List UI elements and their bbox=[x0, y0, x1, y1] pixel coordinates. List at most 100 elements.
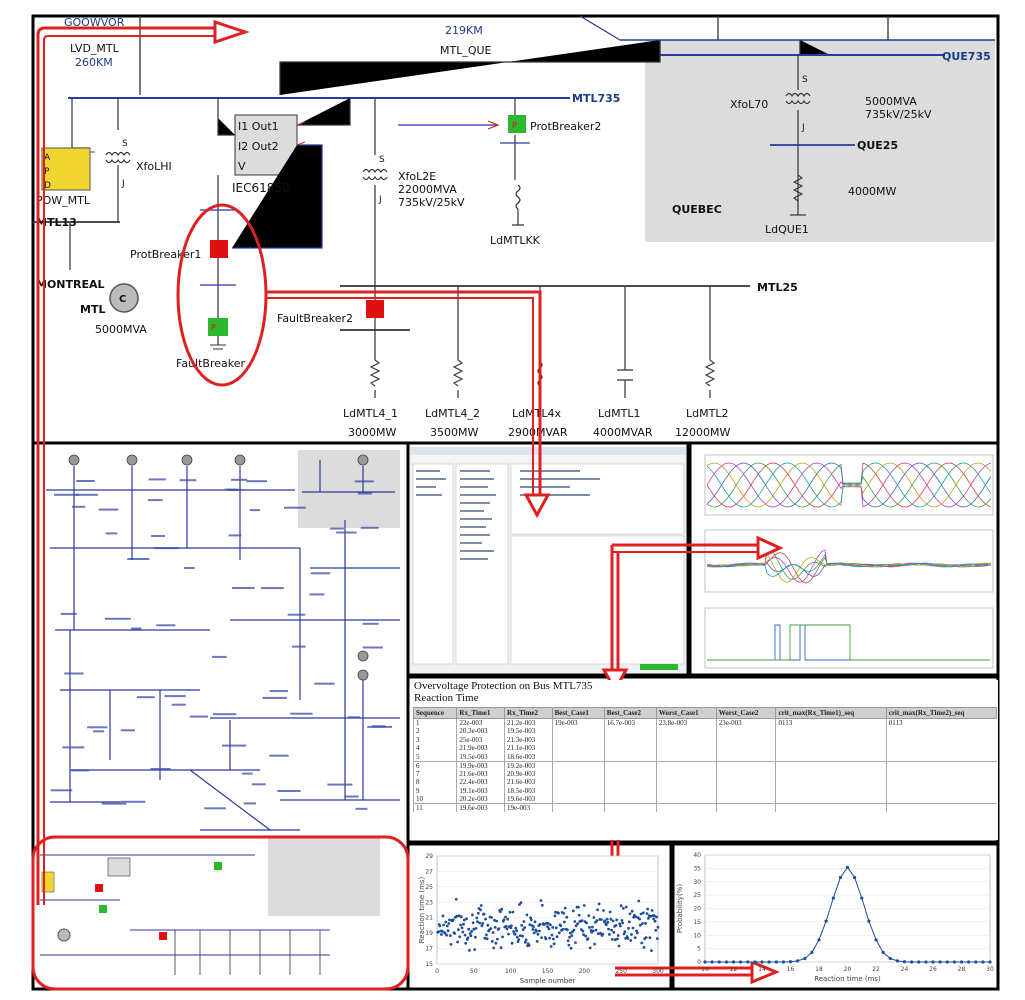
y-tick-label: 35 bbox=[693, 865, 701, 872]
table-cell: 5 bbox=[412, 752, 457, 761]
scatter-point bbox=[514, 926, 518, 930]
x-tick-label: 28 bbox=[958, 966, 966, 973]
scatter-point bbox=[499, 910, 502, 914]
scatter-point bbox=[478, 921, 482, 925]
tiny-label-mark bbox=[87, 726, 108, 729]
scatter-point bbox=[608, 910, 612, 914]
tiny-label-mark bbox=[164, 695, 186, 698]
table-cell bbox=[551, 752, 605, 761]
table-cell bbox=[551, 803, 605, 812]
table-cell bbox=[655, 752, 717, 761]
table-cell: 21.1e-003 bbox=[504, 744, 553, 753]
distribution-point bbox=[945, 960, 949, 964]
table-header-cell: Sequence bbox=[412, 707, 458, 719]
scatter-point bbox=[607, 927, 610, 931]
scatter-point bbox=[536, 932, 540, 936]
table-cell bbox=[715, 744, 776, 753]
distribution-point bbox=[867, 919, 871, 923]
arrowhead-top bbox=[213, 19, 250, 45]
x-tick-label: 0 bbox=[435, 968, 439, 975]
network-tiny-labels bbox=[50, 478, 392, 810]
table-cell bbox=[715, 803, 776, 812]
arrowhead-distribution bbox=[750, 959, 780, 985]
scatter-point bbox=[608, 933, 611, 936]
scatter-point bbox=[591, 929, 595, 933]
table-cell: 23.8e-003 bbox=[655, 718, 717, 727]
table-header-cell: Best_Case1 bbox=[551, 707, 605, 719]
table-cell: 19.2e-003 bbox=[504, 760, 553, 770]
table-cell: 7 bbox=[412, 769, 457, 778]
table-cell bbox=[885, 735, 997, 744]
scatter-point bbox=[563, 920, 566, 924]
table-title: Overvoltage Protection on Bus MTL735 bbox=[414, 680, 593, 692]
table-cell: 10 bbox=[412, 795, 457, 804]
scatter-point bbox=[521, 928, 525, 931]
scatter-point bbox=[546, 925, 549, 929]
table-subtitle: Reaction Time bbox=[414, 692, 479, 704]
table-cell bbox=[603, 769, 657, 778]
waveform-trace bbox=[706, 553, 991, 577]
label-xfo70-s: S bbox=[802, 75, 808, 85]
arrowhead-waves bbox=[756, 535, 784, 561]
distribution-point bbox=[860, 896, 864, 900]
x-tick-label: 250 bbox=[615, 968, 627, 975]
table-cell: 8 bbox=[412, 778, 457, 787]
scatter-point bbox=[454, 897, 458, 901]
scatter-point bbox=[524, 940, 527, 944]
table-cell bbox=[775, 769, 887, 778]
scatter-point bbox=[627, 920, 631, 924]
x-tick-label: 200 bbox=[579, 968, 591, 975]
label-pow-mtl: POW_MTL bbox=[36, 194, 91, 207]
quebec-area bbox=[645, 40, 995, 242]
scatter-point bbox=[469, 934, 473, 938]
scatter-point bbox=[549, 923, 552, 927]
tiny-label-mark bbox=[228, 534, 242, 537]
table-cell bbox=[775, 786, 887, 795]
scatter-point bbox=[462, 918, 466, 922]
tiny-label-mark bbox=[362, 646, 383, 649]
tiny-label-mark bbox=[212, 655, 227, 658]
table-cell bbox=[655, 778, 717, 787]
scatter-point bbox=[615, 918, 619, 922]
scatter-point bbox=[649, 914, 652, 918]
scatter-point bbox=[601, 932, 605, 936]
tiny-label-mark bbox=[101, 802, 127, 805]
scatter-point bbox=[634, 915, 638, 919]
scatter-point bbox=[644, 921, 647, 925]
scatter-point bbox=[609, 917, 613, 921]
scatter-point bbox=[652, 914, 656, 918]
scatter-point bbox=[527, 944, 531, 947]
fault-breaker bbox=[208, 318, 228, 336]
scatter-point bbox=[650, 949, 653, 952]
table-header-cell: crit_max(Rx_Time2)_seq bbox=[885, 707, 998, 719]
scatter-point bbox=[619, 924, 622, 928]
scatter-point bbox=[584, 934, 588, 938]
scatter-point bbox=[519, 901, 523, 904]
y-tick-label: 17 bbox=[425, 946, 433, 953]
scatter-point bbox=[480, 924, 484, 928]
scatter-point bbox=[585, 921, 588, 925]
tiny-label-mark bbox=[179, 479, 197, 482]
scatter-point bbox=[654, 928, 658, 932]
scatter-point bbox=[642, 946, 646, 949]
scatter-point bbox=[617, 944, 621, 948]
scatter-point bbox=[464, 941, 468, 945]
scatter-point bbox=[593, 942, 596, 946]
tiny-label-mark bbox=[54, 493, 80, 496]
scatter-point bbox=[567, 943, 571, 947]
scatter-point bbox=[493, 918, 496, 922]
y-axis-label: Probability(%) bbox=[676, 884, 684, 933]
scatter-point bbox=[540, 903, 544, 907]
scatter-point bbox=[506, 917, 510, 921]
tiny-label-mark bbox=[260, 587, 284, 590]
distribution-point bbox=[710, 960, 714, 964]
scatter-point bbox=[467, 927, 471, 931]
tiny-label-mark bbox=[243, 802, 256, 805]
scatter-point bbox=[543, 922, 546, 926]
scatter-point bbox=[553, 914, 557, 918]
table-cell: 19.6e-003 bbox=[456, 803, 505, 812]
scatter-point bbox=[540, 936, 543, 939]
